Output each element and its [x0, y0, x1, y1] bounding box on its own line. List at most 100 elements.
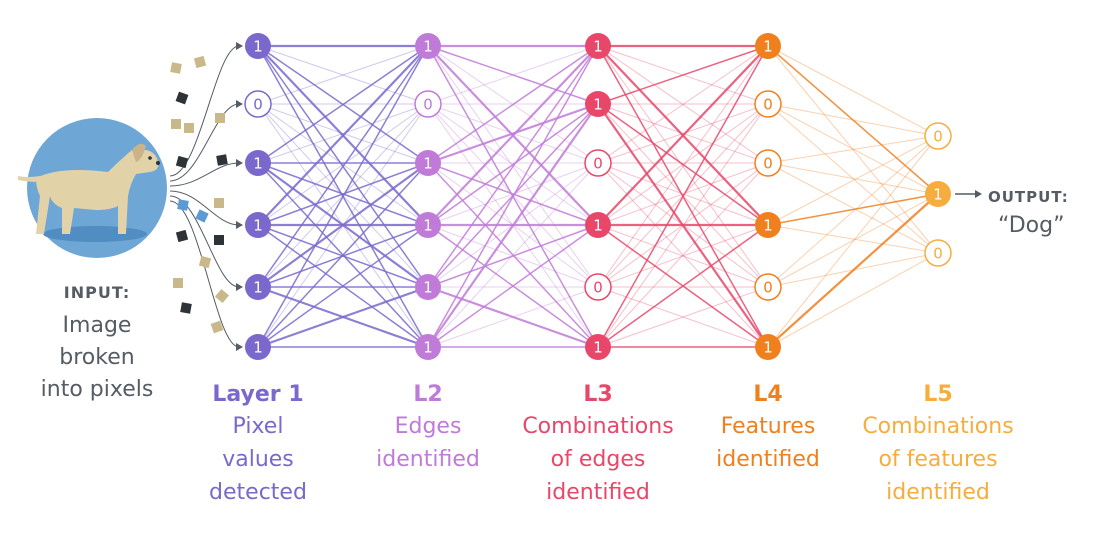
connection-line	[767, 135, 939, 288]
connection-line	[767, 45, 939, 137]
layer-4-node: 0	[754, 149, 782, 177]
pixel-square	[173, 278, 183, 288]
connection-line	[257, 103, 429, 164]
layer-3-node: 1	[585, 33, 611, 59]
connection-line	[767, 135, 939, 226]
pixel-square	[210, 320, 224, 334]
connection-line	[257, 45, 429, 164]
connection-line	[767, 252, 939, 348]
layer-3-node: 0	[584, 273, 612, 301]
node-value: 1	[423, 217, 433, 235]
input-arrow-head	[236, 159, 243, 167]
layer-3-desc-line: identified	[546, 480, 650, 505]
connection-line	[427, 45, 599, 348]
connection-line	[597, 103, 769, 164]
connection-line	[597, 162, 769, 348]
connection-line	[767, 224, 939, 254]
layer-2-caption: L2 Edges identified	[333, 380, 523, 476]
pixel-square	[170, 62, 182, 74]
input-arrow-line	[169, 162, 240, 187]
connection-line	[597, 224, 769, 288]
pixel-squares	[170, 55, 230, 334]
node-value: 1	[253, 279, 263, 297]
layer-5-caption: L5 Combinations of features identified	[843, 380, 1033, 509]
node-value: 1	[593, 38, 603, 56]
input-arrow-line	[169, 45, 240, 177]
connection-line	[597, 45, 769, 105]
connection-line	[257, 103, 429, 164]
layer-4-node: 1	[755, 334, 781, 360]
node-value: 0	[593, 279, 603, 297]
connection-line	[597, 45, 769, 164]
connection-line	[427, 45, 599, 226]
node-value: 1	[253, 155, 263, 173]
node-value: 0	[933, 245, 943, 263]
connection-line	[427, 162, 599, 226]
layer-2-desc-line: Edges	[394, 414, 462, 439]
layer-4-node: 0	[754, 273, 782, 301]
pixel-square	[193, 55, 207, 69]
connection-line	[257, 103, 429, 348]
connection-line	[427, 45, 599, 105]
pixel-square	[180, 302, 192, 314]
layer-1-node: 1	[245, 334, 271, 360]
layer-5-desc-line: identified	[886, 480, 990, 505]
connection-line	[257, 103, 429, 226]
layer-3-node: 1	[585, 212, 611, 238]
layer-1-node: 1	[245, 33, 271, 59]
layer-5-name: L5	[923, 382, 953, 407]
layer-4-desc-line: identified	[716, 447, 820, 472]
connection-line	[597, 224, 769, 288]
node-value: 1	[253, 217, 263, 235]
pixel-square	[175, 229, 189, 243]
node-value: 1	[253, 339, 263, 357]
output-heading: OUTPUT:	[988, 188, 1069, 206]
pixel-square	[195, 209, 209, 223]
connection-line	[597, 103, 769, 226]
input-arrow-head	[236, 221, 243, 229]
input-arrow-head	[236, 283, 243, 291]
node-value: 1	[593, 339, 603, 357]
pixel-square	[171, 119, 181, 129]
layer-2-node: 0	[414, 90, 442, 118]
connection-line	[597, 45, 769, 348]
layer-3-desc-line: Combinations	[522, 414, 674, 439]
layer-5-desc-line: of features	[878, 447, 998, 472]
connection-line	[597, 103, 769, 226]
layer-3-node: 0	[584, 149, 612, 177]
input-arrow-line	[169, 190, 240, 226]
node-value: 1	[423, 279, 433, 297]
connection-line	[427, 162, 599, 226]
input-arrow-head	[236, 343, 243, 351]
layer-5-node: 0	[924, 122, 952, 150]
node-value: 1	[423, 38, 433, 56]
pixel-square	[175, 91, 189, 105]
node-value: 1	[423, 339, 433, 357]
connection-line	[767, 45, 939, 195]
pixel-square	[214, 198, 224, 208]
node-value: 0	[253, 96, 263, 114]
layer-5-desc: Combinations of features identified	[843, 410, 1033, 509]
connection-line	[257, 162, 429, 288]
layer-1-caption: Layer 1 Pixel values detected	[163, 380, 353, 509]
layer-4-desc: Features identified	[673, 410, 863, 476]
connection-line	[257, 103, 429, 226]
layer-4-caption: L4 Features identified	[673, 380, 863, 476]
layer-4-name: L4	[753, 382, 783, 407]
connection-line	[767, 193, 939, 226]
connection-line	[427, 162, 599, 348]
input-desc-line: into pixels	[40, 377, 154, 402]
node-value: 1	[763, 38, 773, 56]
connection-line	[597, 45, 769, 288]
connection-line	[767, 103, 939, 137]
layer-1-node: 1	[245, 150, 271, 176]
input-arrow-line	[169, 103, 240, 182]
connection-line	[597, 45, 769, 164]
layer-3-desc-line: of edges	[550, 447, 646, 472]
pixel-square	[198, 255, 212, 269]
layer-3-desc: Combinations of edges identified	[503, 410, 693, 509]
input-arrow-head	[236, 100, 243, 108]
node-value: 0	[423, 96, 433, 114]
connection-line	[427, 224, 599, 348]
